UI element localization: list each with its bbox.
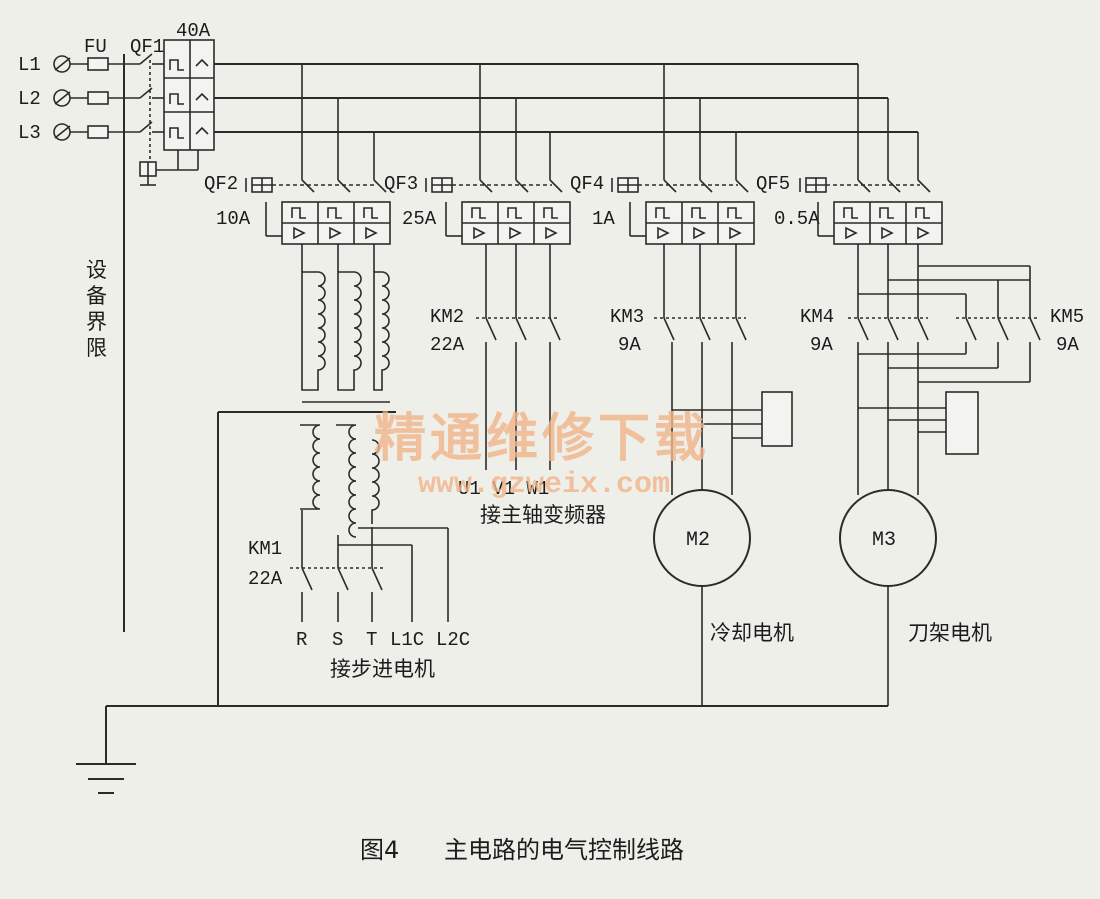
breaker-qf3: QF3 25A [384,173,571,245]
phase-l2-label: L2 [18,88,41,110]
coolant-branch: KM3 9A M2 冷却电机 [610,244,794,706]
qf2-rating: 10A [216,208,251,230]
qf3-label: QF3 [384,173,418,195]
motor-m3-label: 刀架电机 [908,621,992,645]
stepper-label: 接步进电机 [330,657,435,681]
qf4-label: QF4 [570,173,604,195]
qf1-label: QF1 [130,36,164,58]
spindle-branch: KM2 22A U1 V1 W1 接主轴变频器 [430,244,606,527]
km1-label: KM1 [248,538,282,560]
km4-rating: 9A [810,334,833,356]
fuse-1 [87,57,109,71]
coolant-overload-relay [761,391,793,447]
turret-branch: KM4 9A KM5 9A M3 刀架电机 [800,244,1084,706]
supply-inputs: L1 L2 L3 FU [18,36,140,144]
caption-figure: 图4 [360,836,399,864]
fuse-3 [87,125,109,139]
turret-overload-relay [945,391,979,455]
breaker-qf4: QF4 1A [570,173,755,245]
qf1-rating: 40A [176,20,211,42]
spindle-label: 接主轴变频器 [480,503,606,527]
qf4-rating: 1A [592,208,615,230]
equipment-boundary: 设备界限 [86,54,125,632]
km5-label: KM5 [1050,306,1084,328]
terminal-s: S [332,629,343,651]
equipment-boundary-label: 设备界限 [86,258,107,360]
fuse-2 [87,91,109,105]
km5-rating: 9A [1056,334,1079,356]
caption-title: 主电路的电气控制线路 [444,836,684,864]
phase-l1-label: L1 [18,54,41,76]
terminal-l1c: L1C [390,629,424,651]
ground-network [76,411,888,794]
main-breaker-qf1: QF1 40A [130,20,215,186]
spindle-terminals: U1 V1 W1 [458,478,549,500]
terminal-l2c: L2C [436,629,470,651]
motor-m2-label: 冷却电机 [710,621,794,645]
km2-label: KM2 [430,306,464,328]
qf2-label: QF2 [204,173,238,195]
km4-label: KM4 [800,306,834,328]
fuse-label: FU [84,36,107,58]
qf5-rating: 0.5A [774,208,820,230]
watermark: 精通维修下载 www.gzweix.com [374,409,710,502]
terminal-t: T [366,629,377,651]
km3-rating: 9A [618,334,641,356]
phase-l3-label: L3 [18,122,41,144]
breaker-qf5: QF5 0.5A [756,173,943,245]
watermark-cn: 精通维修下载 [374,409,710,469]
supply-buses [214,63,919,180]
transformer-branch: KM1 22A R S T L1C L2C 接步进电机 [248,244,470,681]
terminal-r: R [296,629,307,651]
motor-m2-id: M2 [686,529,710,552]
motor-m3-id: M3 [872,529,896,552]
qf5-label: QF5 [756,173,790,195]
km1-rating: 22A [248,568,283,590]
watermark-url: www.gzweix.com [418,468,670,502]
km2-rating: 22A [430,334,465,356]
figure-caption: 图4 主电路的电气控制线路 [360,836,684,864]
km3-label: KM3 [610,306,644,328]
breaker-qf2: QF2 10A [204,173,391,245]
qf3-rating: 25A [402,208,437,230]
